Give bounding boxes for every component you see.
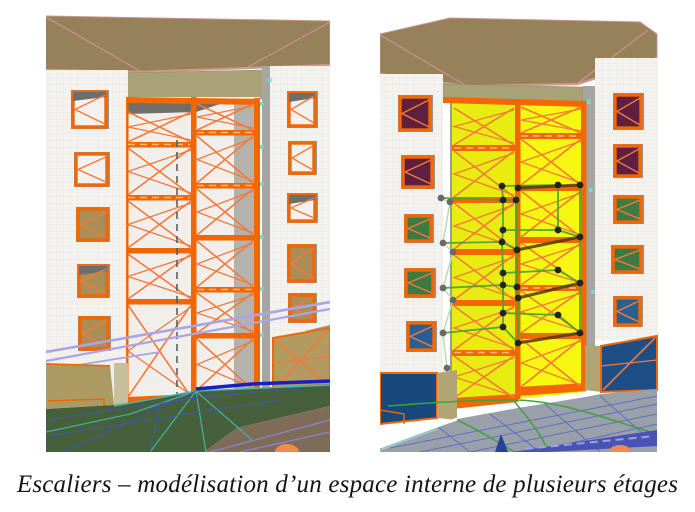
cyan-ticks (587, 100, 595, 294)
side-wall-gray (262, 66, 271, 396)
window-layer (398, 93, 644, 352)
x-bracing-layer (125, 103, 254, 398)
adjacent-stair-wall (272, 325, 330, 393)
orange-blob (275, 444, 299, 452)
right-3d-view (380, 14, 658, 452)
upper-wall-band (124, 69, 264, 100)
cyan-ticks (260, 78, 272, 337)
orange-blob (609, 445, 631, 452)
space-graph-edges (440, 183, 581, 369)
space-graph-nodes (437, 181, 584, 372)
pavement (380, 389, 658, 452)
right-3d-view-canvas (380, 17, 658, 452)
figure-caption: Escaliers – modélisation d’un espace int… (16, 471, 679, 498)
window-layer (71, 90, 318, 351)
ground-floor-panels (380, 334, 658, 426)
roof (46, 15, 330, 74)
terrain (46, 363, 330, 452)
left-3d-view-canvas (46, 15, 330, 452)
stair-space-highlight (443, 97, 587, 409)
left-3d-view (46, 14, 330, 452)
